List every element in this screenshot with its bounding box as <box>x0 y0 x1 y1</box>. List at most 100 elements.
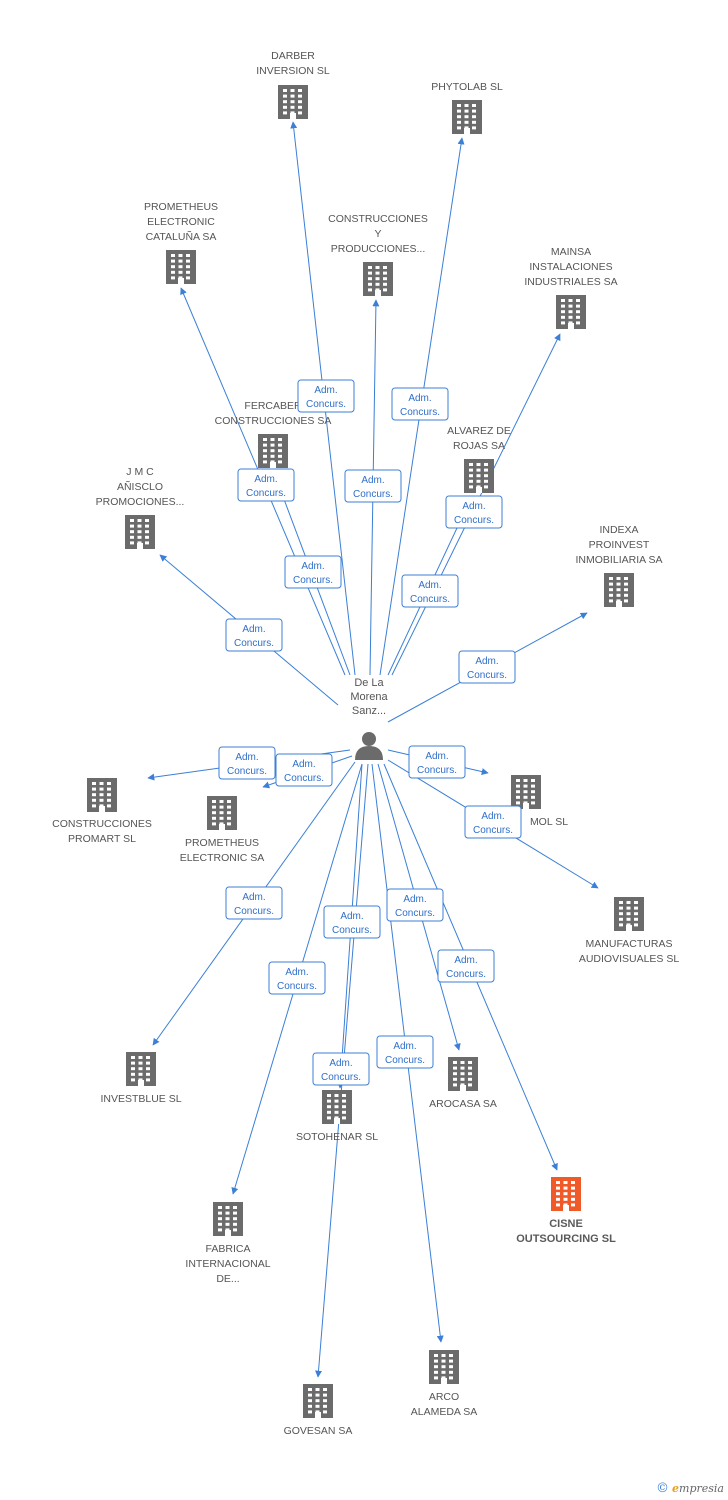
building-window <box>563 1203 568 1207</box>
building-window <box>609 582 613 586</box>
edge-label-adm-concurs[interactable]: Adm.Concurs. <box>437 949 495 983</box>
building-window <box>278 449 282 453</box>
building-window <box>375 277 380 281</box>
building-window <box>531 779 535 782</box>
building-window <box>131 1072 135 1076</box>
edge-label-adm-concurs[interactable]: Adm.Concurs. <box>386 888 444 922</box>
building-door <box>138 1080 144 1086</box>
edge-label-adm-concurs[interactable]: Adm.Concurs. <box>237 468 295 502</box>
node-label-line: ALAMEDA SA <box>411 1406 478 1418</box>
edge-label-adm-concurs[interactable]: Adm.Concurs. <box>218 746 276 780</box>
edge-label-adm-concurs[interactable]: Adm.Concurs. <box>284 555 342 589</box>
building-window <box>270 454 275 458</box>
building-window <box>99 782 104 785</box>
node-label-line: PROINVEST <box>589 539 650 551</box>
building-window <box>576 310 580 314</box>
building-window <box>449 1376 453 1380</box>
edge-label-adm-concurs[interactable]: Adm.Concurs. <box>401 574 459 608</box>
edge-label-box <box>297 379 355 413</box>
building-window <box>227 800 231 803</box>
building-door <box>626 925 632 931</box>
building-window <box>225 1217 230 1221</box>
node-label-line: SOTOHENAR SL <box>296 1131 378 1143</box>
node-label-line: DARBER <box>271 50 315 62</box>
node-jmc[interactable]: J M CAÑISCLOPROMOCIONES... <box>96 466 185 549</box>
node-label-line: DE... <box>216 1273 239 1285</box>
building-window <box>472 126 476 130</box>
building-window <box>131 1061 135 1065</box>
node-mol[interactable]: MOL SL <box>511 775 568 828</box>
edge-label-adm-concurs[interactable]: Adm. Concurs. <box>312 1052 370 1086</box>
edge-label-adm-concurs[interactable]: Adm.Concurs. <box>275 753 333 787</box>
node-arocasa[interactable]: AROCASA SA <box>429 1057 497 1110</box>
node-label-line: PHYTOLAB SL <box>431 81 503 93</box>
edge-label-adm-concurs[interactable]: Adm.Concurs. <box>225 618 283 652</box>
edge-label-adm-concurs[interactable]: Adm.Concurs. <box>391 387 449 421</box>
building-window <box>298 89 302 92</box>
edge-label-adm-concurs[interactable]: Adm.Concurs. <box>344 469 402 503</box>
edge-label-box <box>275 753 333 787</box>
building-window <box>453 1061 457 1064</box>
node-govesan[interactable]: GOVESAN SA <box>284 1384 353 1437</box>
edge-label-box <box>225 886 283 920</box>
node-label-line: ELECTRONIC <box>147 216 215 228</box>
node-label-line: ROJAS SA <box>453 440 505 452</box>
building-window <box>464 104 469 107</box>
node-sotohenar[interactable]: SOTOHENAR SL <box>296 1090 378 1143</box>
building-window <box>468 1066 472 1070</box>
node-indexa[interactable]: INDEXA PROINVEST INMOBILIARIA SA <box>576 524 663 607</box>
edge-label-adm-concurs[interactable]: Adm.Concurs. <box>408 745 466 779</box>
person-body <box>355 746 383 760</box>
edge-label-line-2: Concurs. <box>446 969 486 980</box>
edge-label-line-1: Adm. <box>329 1058 352 1069</box>
building-window <box>457 109 461 113</box>
building-window <box>626 906 631 910</box>
building-window <box>178 259 183 263</box>
building-door <box>563 1205 569 1211</box>
center-person[interactable]: De LaMorenaSanz... <box>350 677 389 760</box>
node-fabrica[interactable]: FABRICAINTERNACIONALDE... <box>185 1202 271 1285</box>
building-window <box>107 793 111 797</box>
building-window <box>449 1359 453 1363</box>
edge-label-adm-concurs[interactable]: Adm.Concurs. <box>376 1035 434 1069</box>
node-label-line: INMOBILIARIA SA <box>576 554 663 566</box>
building-window <box>290 94 295 98</box>
node-investblue[interactable]: INVESTBLUE SL <box>100 1052 182 1105</box>
building-window <box>469 463 473 466</box>
building-window <box>626 901 631 904</box>
edge-label-adm-concurs[interactable]: Adm.Concurs. <box>268 961 326 995</box>
building-door <box>137 543 143 549</box>
building-window <box>616 599 621 603</box>
edge-label-adm-concurs[interactable]: Adm.Concurs. <box>458 650 516 684</box>
node-construcciones-prod[interactable]: CONSTRUCCIONESYPRODUCCIONES... <box>328 213 428 296</box>
building-window <box>138 1067 143 1071</box>
node-label-line: INDEXA <box>599 524 638 536</box>
edge-label-line-1: Adm. <box>408 393 431 404</box>
building-window <box>561 304 565 308</box>
edge-label-adm-concurs[interactable]: Adm.Concurs. <box>297 379 355 413</box>
edge-label-adm-concurs[interactable]: Adm.Concurs. <box>323 905 381 939</box>
building-window <box>476 474 481 478</box>
building-window <box>563 1181 568 1184</box>
building-window <box>556 1197 560 1201</box>
node-phytolab[interactable]: PHYTOLAB SL <box>431 81 503 134</box>
edge-label-adm-concurs[interactable]: Adm.Concurs. <box>445 495 503 529</box>
edge-label-line-2: Concurs. <box>293 575 333 586</box>
edge-label-line-1: Adm. <box>254 474 277 485</box>
edge-label-adm-concurs[interactable]: Adm.Concurs. <box>464 805 522 839</box>
building-window <box>298 94 302 98</box>
person-label-line: Morena <box>350 691 388 703</box>
node-label-line: ELECTRONIC SA <box>180 852 265 864</box>
edge-label-line-2: Concurs. <box>321 1072 361 1083</box>
edge-label-adm-concurs[interactable]: Adm.Concurs. <box>225 886 283 920</box>
